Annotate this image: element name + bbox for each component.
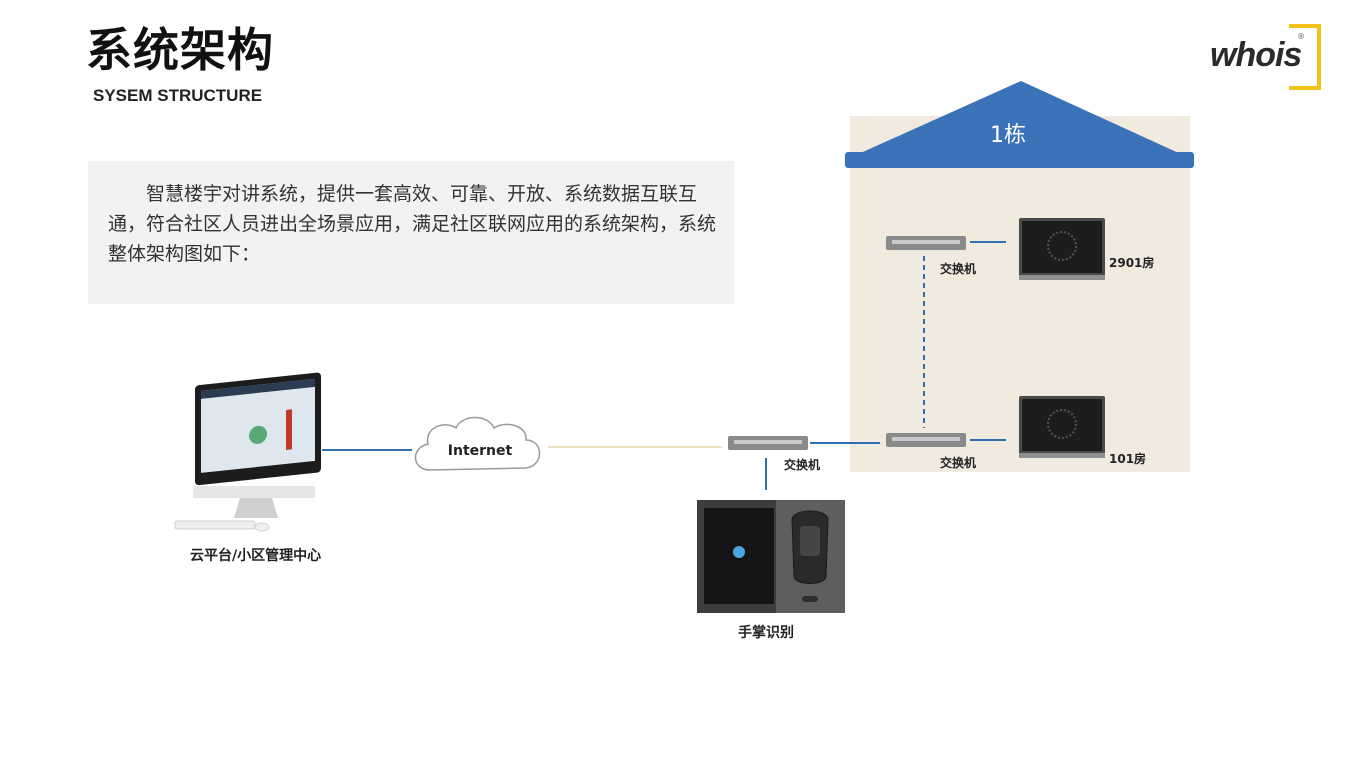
palm-device-reader-window	[800, 526, 820, 556]
computer-keyboard	[174, 520, 256, 530]
switch-bottom-icon	[886, 433, 966, 447]
palm-device-button	[802, 596, 818, 602]
intro-text: 智慧楼宇对讲系统，提供一套高效、可靠、开放、系统数据互联互通，符合社区人员进出全…	[108, 183, 717, 265]
building-roof	[845, 81, 1194, 160]
computer-screen-pie	[249, 425, 267, 444]
page-subtitle: SYSEM STRUCTURE	[93, 86, 263, 105]
switch-top-ports	[892, 240, 960, 244]
computer-screen-bar	[286, 409, 292, 450]
intro-box: 智慧楼宇对讲系统，提供一套高效、可靠、开放、系统数据互联互通，符合社区人员进出全…	[88, 161, 734, 304]
monitor-bottom-icon	[1019, 396, 1105, 458]
switch-main-ports	[734, 440, 802, 444]
computer-stand	[234, 498, 278, 518]
monitor-top-icon	[1019, 218, 1105, 280]
cloud-label: Internet	[448, 443, 513, 459]
monitor-bottom-pattern	[1047, 409, 1077, 439]
monitor-bottom-chin	[1019, 453, 1105, 458]
computer-chin	[193, 486, 315, 498]
whois-logo: whois ®	[1205, 24, 1323, 90]
palm-device-icon	[697, 500, 845, 613]
monitor-top-chin	[1019, 275, 1105, 280]
palm-device-label: 手掌识别	[738, 624, 794, 641]
connections	[322, 241, 1006, 490]
switch-main-icon	[728, 436, 808, 450]
computer-icon	[174, 372, 321, 532]
switch-top-label: 交换机	[940, 261, 976, 276]
switch-bottom-label: 交换机	[940, 455, 976, 470]
monitor-bottom-label: 101房	[1109, 451, 1146, 466]
logo-bracket	[1289, 24, 1321, 90]
cloud-icon: Internet	[414, 416, 541, 471]
switch-main-label: 交换机	[784, 457, 820, 472]
building-label: 1栋	[990, 123, 1026, 148]
monitor-top-screen	[1022, 221, 1102, 273]
monitor-bottom-screen	[1022, 399, 1102, 451]
computer-label: 云平台/小区管理中心	[190, 547, 321, 564]
cloud-shape	[414, 416, 541, 471]
page-title: 系统架构	[86, 23, 274, 77]
monitor-top-pattern	[1047, 231, 1077, 261]
palm-device-logo	[733, 546, 745, 558]
logo-registered-mark: ®	[1297, 32, 1305, 41]
computer-mouse	[254, 522, 270, 532]
logo-text: whois	[1210, 36, 1302, 74]
computer-screen-header	[201, 378, 315, 399]
switch-top-icon	[886, 236, 966, 250]
switch-bottom-ports	[892, 437, 960, 441]
monitor-top-label: 2901房	[1109, 255, 1154, 270]
